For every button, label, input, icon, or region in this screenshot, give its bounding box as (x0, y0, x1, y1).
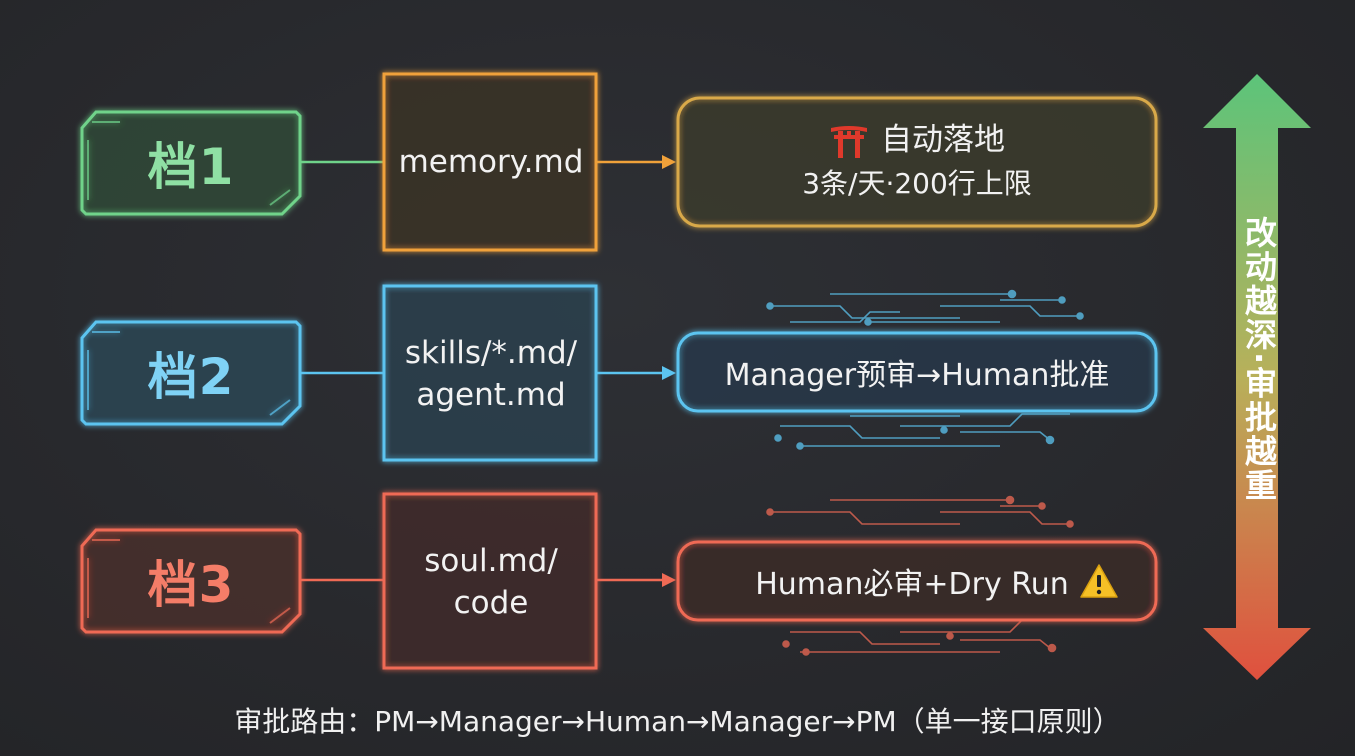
result-3-title: Human必审+Dry Run (755, 567, 1069, 602)
tier-2-circuit-traces (766, 289, 1084, 450)
side-double-arrow (1203, 74, 1311, 680)
result-box-1-frame (676, 96, 1158, 228)
tier-3-label: 档3 (147, 556, 235, 614)
file-box-soul-code: soul.md/ code (424, 543, 558, 621)
tier-2-label: 档2 (147, 348, 235, 406)
result-box-2-frame (676, 331, 1158, 413)
result-box-manager-review: Manager预审→Human批准 (678, 333, 1156, 411)
torii-gate-icon (831, 126, 867, 158)
file-box-2-frame (382, 284, 598, 462)
file-box-skills-agent: skills/*.md/ agent.md (404, 335, 578, 413)
result-box-human-required: Human必审+Dry Run (678, 542, 1156, 620)
approval-route-footer: 审批路由：PM→Manager→Human→Manager→PM（单一接口原则） (234, 705, 1121, 738)
side-label: 改动越深·审批越重 (1240, 216, 1278, 503)
tier-3-circuit-traces (766, 495, 1074, 656)
tier-1-frame (80, 110, 302, 216)
warning-icon (1080, 564, 1118, 598)
file-3-arrowhead (662, 573, 676, 587)
result-1-title: 自动落地 (881, 122, 1005, 158)
file-1-arrowhead (662, 155, 676, 169)
file-2-arrowhead (662, 366, 676, 380)
tier-2-frame (80, 320, 302, 426)
file-box-3-frame (382, 492, 598, 670)
result-1-subtitle: 3条/天·200行上限 (802, 167, 1032, 200)
result-box-3-frame (676, 540, 1158, 622)
file-box-memory: memory.md (398, 144, 584, 180)
tier-1-label: 档1 (147, 138, 235, 196)
result-2-title: Manager预审→Human批准 (724, 358, 1110, 393)
tier-3-frame (80, 528, 302, 634)
result-box-auto-apply: 自动落地 3条/天·200行上限 (678, 98, 1156, 226)
